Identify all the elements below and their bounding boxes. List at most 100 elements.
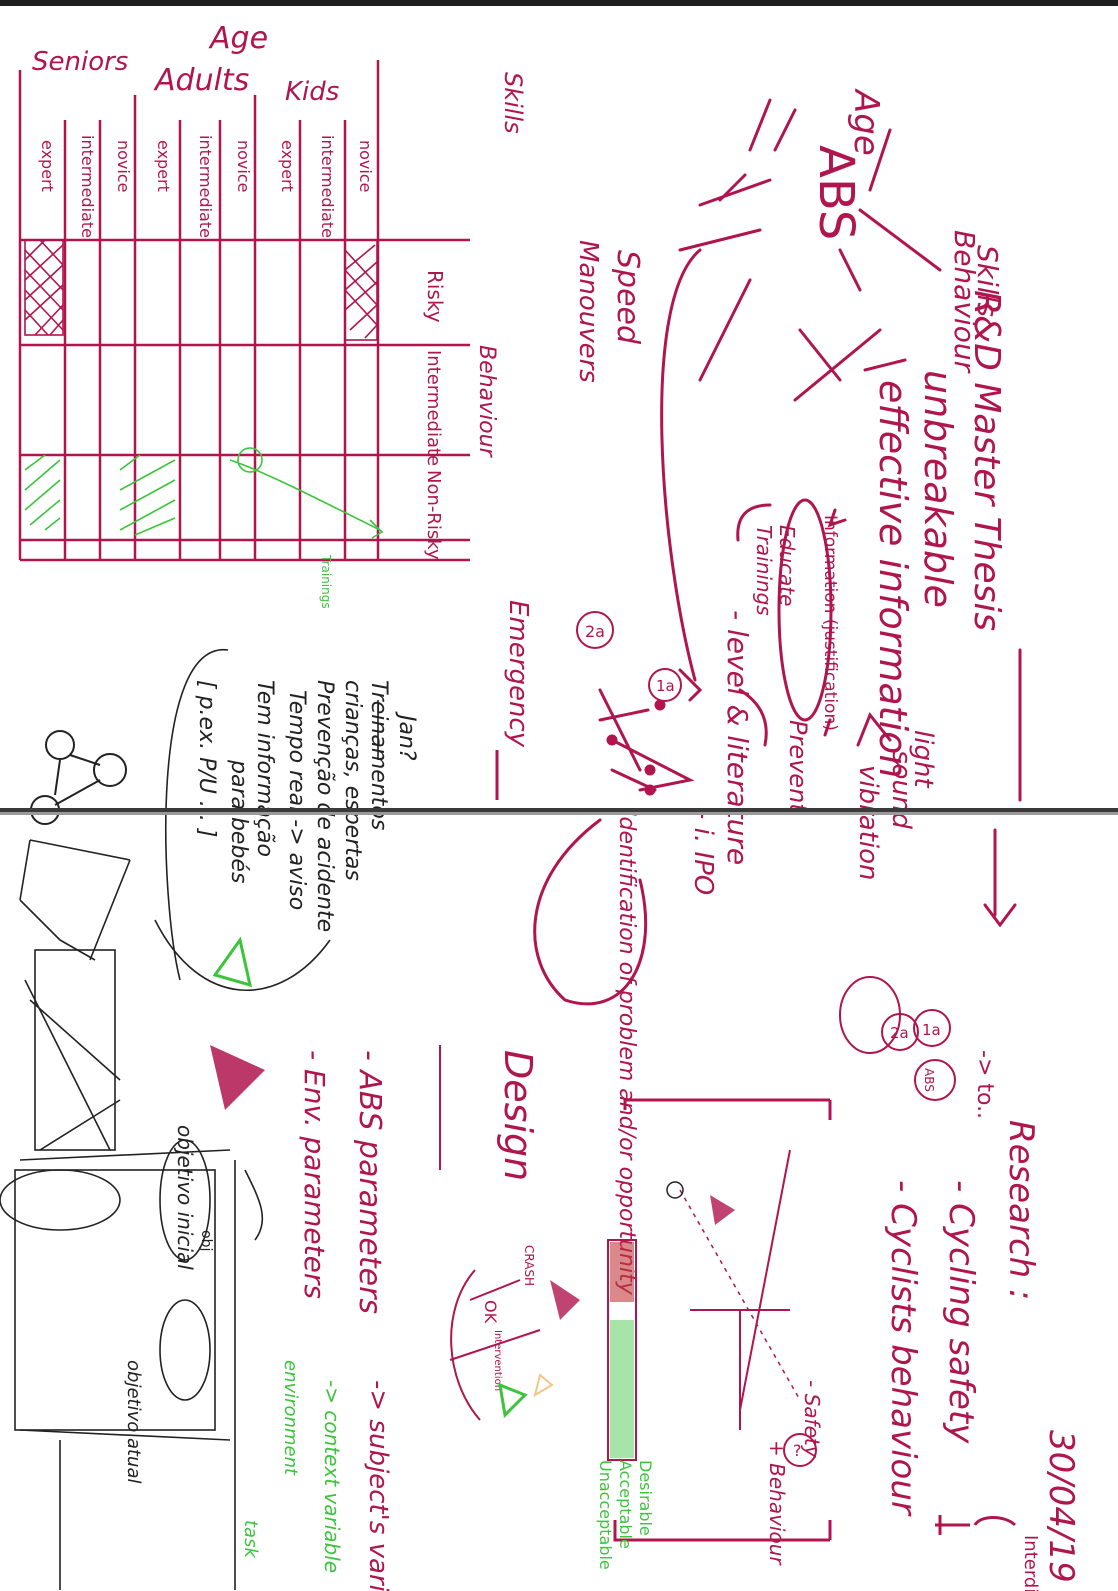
sound-label: sound	[886, 750, 916, 829]
svg-text:Seniors: Seniors	[32, 47, 128, 77]
group-kids: Kids	[285, 77, 339, 107]
manouvers-label: Manouvers	[573, 240, 603, 383]
col-risky: Risky	[423, 270, 447, 323]
objective-initial-label: objetivo inicial	[173, 1125, 197, 1270]
svg-text:2a: 2a	[585, 622, 605, 641]
svg-text:Prevent: Prevent	[784, 720, 812, 814]
level-seniors-intermediate: intermediate	[78, 135, 97, 238]
svg-text:unbreakable: unbreakable	[916, 370, 960, 608]
svg-text:Emergency: Emergency	[503, 600, 533, 748]
svg-text:novice: novice	[356, 140, 375, 192]
svg-text:30/04/19: 30/04/19	[1041, 1430, 1081, 1583]
speed-label: Speed	[610, 250, 645, 345]
level-adults-novice: novice	[234, 140, 253, 192]
objective-current-label: objetivo atual	[123, 1360, 144, 1484]
svg-text:expert: expert	[278, 140, 297, 192]
svg-text:Speed: Speed	[610, 250, 645, 345]
svg-text:Desirable: Desirable	[636, 1460, 655, 1536]
svg-text:Manouvers: Manouvers	[573, 240, 603, 383]
svg-text:intermediate: intermediate	[318, 135, 337, 238]
level-kids-intermediate: intermediate	[318, 135, 337, 238]
effective-information-label: effective information	[871, 380, 915, 778]
svg-text:-> subject's variable: -> subject's variable	[363, 1380, 393, 1591]
svg-text:obj: obj	[198, 1230, 214, 1251]
svg-text:Intervention: Intervention	[492, 1330, 503, 1391]
skills-branch-label: Skills	[971, 245, 1004, 317]
group-seniors: Seniors	[32, 47, 128, 77]
svg-text:Design: Design	[496, 1050, 540, 1181]
svg-text:intermediate: intermediate	[196, 135, 215, 238]
svg-text:Tem informação: Tem informação	[252, 680, 277, 857]
svg-text:Skills: Skills	[971, 245, 1004, 317]
col-intermediate: Intermediate	[423, 350, 444, 466]
svg-text:Interdisc.: Interdisc.	[1020, 1535, 1041, 1591]
svg-text:1a: 1a	[922, 1021, 941, 1039]
svg-text:- ABS parameters: - ABS parameters	[352, 1050, 387, 1314]
svg-text:ABS: ABS	[808, 145, 864, 240]
svg-text:objetivo inicial: objetivo inicial	[173, 1125, 197, 1270]
svg-text:Acceptable: Acceptable	[616, 1460, 635, 1549]
trainings-green-note: Trainings	[319, 554, 333, 609]
svg-text:Research :: Research :	[1001, 1120, 1041, 1301]
svg-text:Trainings: Trainings	[752, 525, 776, 616]
header-skills: Skills	[499, 72, 527, 134]
svg-text:Identification of problem and/: Identification of problem and/or opportu…	[614, 810, 639, 1296]
svg-text:environment: environment	[280, 1360, 301, 1476]
level-literature-label: - level & literature	[721, 610, 754, 865]
trainings-label: Trainings	[752, 525, 776, 616]
svg-text:- Safety: - Safety	[800, 1380, 824, 1459]
level-adults-intermediate: intermediate	[196, 135, 215, 238]
svg-text:1a: 1a	[656, 677, 675, 695]
header-age: Age	[208, 21, 268, 56]
svg-text:Adults: Adults	[153, 63, 249, 98]
svg-text:Age: Age	[208, 21, 268, 56]
svg-text:Jan?: Jan?	[394, 711, 419, 761]
header-behaviour: Behaviour	[474, 345, 499, 459]
svg-text:- level & literature: - level & literature	[721, 610, 754, 865]
svg-text:+ Behaviour: + Behaviour	[765, 1440, 789, 1566]
abs-label: ABS	[808, 145, 864, 240]
level-kids-expert: expert	[278, 140, 297, 192]
svg-text:novice: novice	[114, 140, 133, 192]
svg-text:OK: OK	[481, 1300, 500, 1324]
svg-text:- i. IPO: - i. IPO	[688, 810, 718, 895]
level-kids-novice: novice	[356, 140, 375, 192]
svg-text:Trainings: Trainings	[319, 554, 333, 609]
date: 30/04/19	[1041, 1430, 1081, 1583]
ipo-label: - i. IPO	[688, 810, 718, 895]
col-non-risky: Non-Risky	[423, 470, 444, 560]
svg-text:Kids: Kids	[285, 77, 339, 107]
svg-text:- Cyclists behaviour: - Cyclists behaviour	[883, 1180, 923, 1517]
level-seniors-expert: expert	[38, 140, 57, 192]
svg-text:-> context variable: -> context variable	[320, 1380, 344, 1573]
svg-text:CRASH: CRASH	[522, 1245, 536, 1286]
unbreakable-label: unbreakable	[916, 370, 960, 608]
svg-text:- Cycling safety: - Cycling safety	[941, 1180, 981, 1444]
emergency-label: Emergency	[503, 600, 533, 748]
prevent-label: Prevent	[784, 720, 812, 814]
identification-note: Identification of problem and/or opportu…	[614, 810, 639, 1296]
svg-text:para bebés: para bebés	[226, 759, 251, 883]
svg-text:Behaviour: Behaviour	[474, 345, 499, 459]
svg-text:?: ?	[793, 1441, 802, 1460]
level-adults-expert: expert	[154, 140, 173, 192]
vibration-label: vibration	[853, 765, 883, 881]
svg-text:Skills: Skills	[499, 72, 527, 134]
svg-text:- Env. parameters: - Env. parameters	[298, 1050, 331, 1299]
svg-text:Intermediate: Intermediate	[423, 350, 444, 466]
svg-text:expert: expert	[38, 140, 57, 192]
svg-text:sound: sound	[886, 750, 916, 829]
level-seniors-novice: novice	[114, 140, 133, 192]
svg-text:expert: expert	[154, 140, 173, 192]
obj-small-label: obj	[198, 1230, 214, 1251]
svg-text:vibration: vibration	[853, 765, 883, 881]
svg-text:Unacceptable: Unacceptable	[596, 1460, 615, 1570]
svg-text:intermediate: intermediate	[78, 135, 97, 238]
group-adults: Adults	[153, 63, 249, 98]
svg-text:crianças, espertas: crianças, espertas	[340, 680, 365, 881]
svg-text:Prevenção de acidente: Prevenção de acidente	[312, 680, 337, 932]
svg-text:novice: novice	[234, 140, 253, 192]
svg-text:ABS: ABS	[922, 1068, 936, 1092]
svg-text:-> to..: -> to..	[972, 1050, 997, 1119]
